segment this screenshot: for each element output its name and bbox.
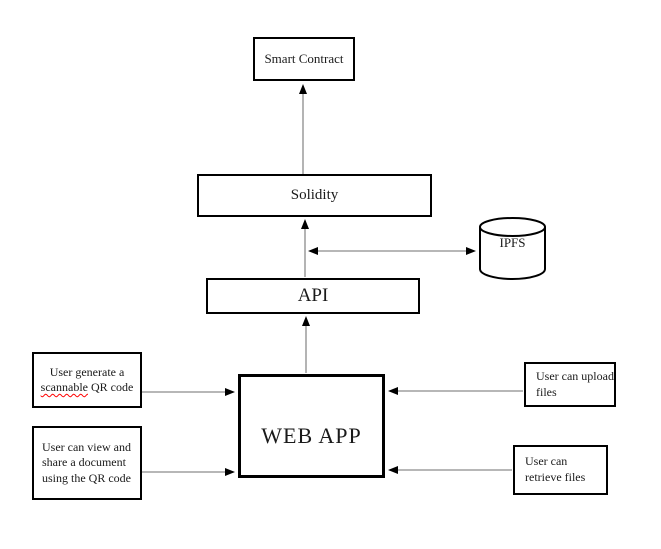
upload-node: User can upload files <box>524 362 616 407</box>
qr-view-label: User can view and share a document using… <box>42 439 131 485</box>
solidity-label: Solidity <box>290 187 339 203</box>
api-node: API <box>206 278 420 314</box>
ipfs-label: IPFS <box>499 235 525 250</box>
qr-generate-text-suffix: QR code <box>87 380 134 394</box>
web-app-label: WEB APP <box>261 423 362 448</box>
cylinder-body-icon <box>479 227 546 280</box>
qr-generate-node: User generate a scannable QR code <box>32 352 142 408</box>
qr-generate-text-prefix: User generate a <box>49 365 125 379</box>
retrieve-label: User can retrieve files <box>525 454 586 484</box>
solidity-node: Solidity <box>197 174 432 217</box>
smart-contract-label: Smart Contract <box>264 51 344 66</box>
smart-contract-node: Smart Contract <box>253 37 355 81</box>
api-label: API <box>297 285 329 306</box>
qr-view-node: User can view and share a document using… <box>32 426 142 500</box>
cylinder-top-icon <box>479 217 546 237</box>
retrieve-node: User can retrieve files <box>513 445 608 495</box>
upload-label: User can upload files <box>536 368 614 399</box>
ipfs-database-node: IPFS <box>479 217 546 280</box>
web-app-node: WEB APP <box>238 374 385 478</box>
qr-generate-label: User generate a scannable QR code <box>38 365 136 395</box>
qr-generate-misspelled-word: scannable <box>40 380 88 394</box>
